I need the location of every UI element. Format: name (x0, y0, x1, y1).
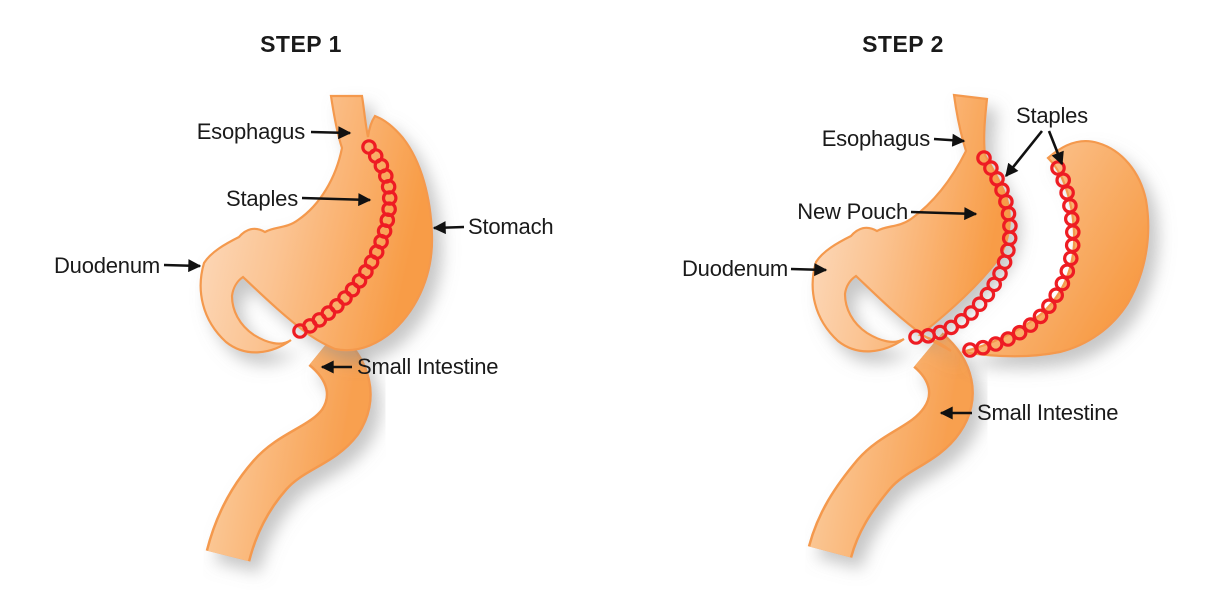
staples-arrow-right-step2 (1047, 130, 1064, 166)
small-intestine-label-step2: Small Intestine (977, 400, 1119, 425)
duodenum-label-step1: Duodenum (53, 253, 160, 278)
esophagus-label-step1: Esophagus (196, 119, 305, 144)
staples-label-step1: Staples (226, 186, 298, 211)
small-intestine-shape-step1 (205, 330, 372, 562)
duodenum-arrow-step1 (163, 259, 202, 273)
step2-title: STEP 2 (862, 31, 944, 57)
removed-stomach-portion-shape (961, 140, 1150, 358)
duodenum-label-step2: Duodenum (681, 256, 788, 281)
stomach-esophagus-duodenum-shape (199, 94, 434, 354)
staple-line-pouch (908, 150, 1018, 345)
stomach-arrow (432, 221, 465, 235)
new-pouch-label: New Pouch (797, 199, 908, 224)
esophagus-label-step2: Esophagus (821, 126, 930, 151)
staple-line-step1 (292, 139, 398, 339)
small-intestine-label-step1: Small Intestine (357, 354, 499, 379)
duodenum-arrow-step2 (790, 263, 828, 277)
stomach-label: Stomach (468, 214, 554, 239)
new-pouch-arrow (910, 207, 978, 221)
esophagus-arrow-step2 (933, 133, 966, 147)
step2-figure (807, 93, 1150, 559)
label-arrows (163, 126, 1064, 420)
small-intestine-shape-step2 (807, 332, 974, 559)
staples-arrow-left-step2 (1004, 130, 1044, 178)
step1-figure (199, 94, 434, 562)
esophagus-arrow-step1 (310, 126, 352, 140)
staples-label-step2: Staples (1016, 103, 1088, 128)
staples-arrow-step1 (301, 193, 372, 207)
step1-title: STEP 1 (260, 31, 342, 57)
